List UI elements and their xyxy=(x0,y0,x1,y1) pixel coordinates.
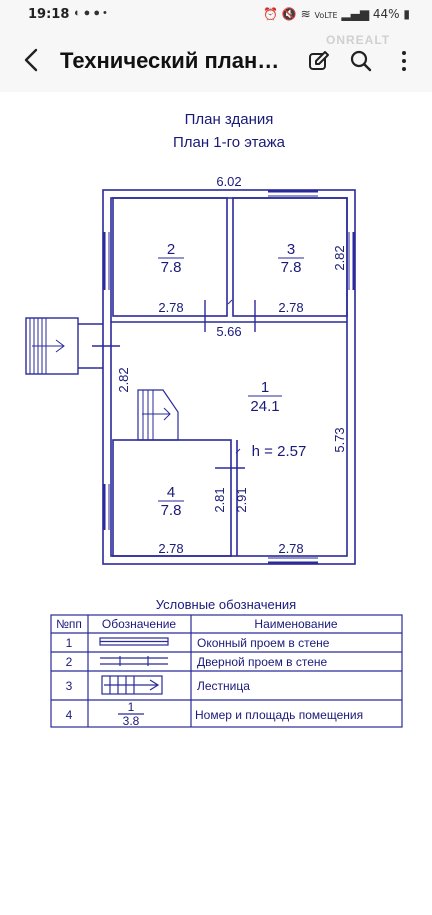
external-stairs xyxy=(25,317,79,375)
legend-table xyxy=(50,614,403,728)
dimension-room4-width: 2.78 xyxy=(158,541,183,556)
battery-label: 44% xyxy=(372,7,400,21)
status-notification-icons: ◐●●• xyxy=(74,7,110,19)
dimension-room4-height: 2.81 xyxy=(212,487,227,512)
wifi-icon: ≋ xyxy=(300,7,311,21)
legend-row-2-number: 2 xyxy=(66,655,73,669)
legend-row-4-number: 4 xyxy=(66,708,73,722)
legend-row-3-number: 3 xyxy=(66,679,73,693)
floor-plan-image[interactable]: План здания План 1-го этажа 6.02 2.78 2.… xyxy=(0,92,432,910)
room-1-number: 1 xyxy=(261,379,269,396)
dimension-left-height: 2.82 xyxy=(116,367,131,392)
watermark-logo: ONREALT xyxy=(326,33,391,47)
legend-row-4-name: Номер и площадь помещения xyxy=(195,708,363,722)
legend-header-name: Наименование xyxy=(254,617,338,631)
plan-heading-floor: План 1-го этажа xyxy=(173,134,286,151)
dimension-right-height: 5.73 xyxy=(332,427,347,452)
page-title: Технический план… xyxy=(60,48,280,73)
notification-icon: ● xyxy=(83,7,94,19)
mute-icon: 🔇 xyxy=(281,7,297,21)
ceiling-height-label: h = 2.57 xyxy=(252,443,307,460)
room-3-outline xyxy=(232,197,348,317)
search-icon xyxy=(350,50,372,72)
edit-icon xyxy=(309,51,329,70)
interior-stairs xyxy=(137,389,179,441)
notification-icon: ● xyxy=(93,7,103,19)
dimension-corridor-width: 5.66 xyxy=(216,324,241,339)
dot-icon: • xyxy=(102,7,110,19)
outer-wall-outer xyxy=(102,189,356,565)
more-options-button[interactable] xyxy=(392,46,422,76)
floor-plan-drawing: План здания План 1-го этажа 6.02 2.78 2.… xyxy=(25,111,403,728)
more-vertical-icon xyxy=(402,51,406,71)
outer-wall-inner xyxy=(110,197,348,557)
status-bar: 19:18 ◐●●• ⏰ 🔇 ≋ VoLTE ▂▄▆ 44% ▮ xyxy=(0,0,432,30)
back-button[interactable] xyxy=(20,46,48,76)
room-4-area: 7.8 xyxy=(161,502,182,519)
back-arrow-icon xyxy=(24,48,38,72)
room-2-number: 2 xyxy=(167,241,175,258)
dimension-room3-width: 2.78 xyxy=(278,300,303,315)
edit-button[interactable] xyxy=(304,46,334,76)
dimension-room3-height: 2.82 xyxy=(332,245,347,270)
room-1-area: 24.1 xyxy=(250,398,279,415)
room-3-number: 3 xyxy=(287,241,295,258)
app-bar: Технический план… xyxy=(0,30,432,92)
alarm-icon: ⏰ xyxy=(263,7,278,21)
legend-title: Условные обозначения xyxy=(156,597,296,612)
room-2-outline xyxy=(112,197,228,317)
status-time: 19:18 xyxy=(28,7,70,22)
network-label: VoLTE xyxy=(314,11,338,20)
room-2-area: 7.8 xyxy=(161,259,182,276)
legend-row-1-name: Оконный проем в стене xyxy=(197,636,330,650)
dimension-mid-height: 2.91 xyxy=(234,487,249,512)
call-icon: ◐ xyxy=(74,7,84,19)
legend-row-4-symbol-bottom: 3.8 xyxy=(123,714,140,728)
legend-header-symbol: Обозначение xyxy=(102,617,177,631)
plan-heading-building: План здания xyxy=(185,111,274,128)
search-button[interactable] xyxy=(346,46,376,76)
room-4-number: 4 xyxy=(167,484,175,501)
legend-row-1-number: 1 xyxy=(66,636,73,650)
status-system-icons: ⏰ 🔇 ≋ VoLTE ▂▄▆ 44% ▮ xyxy=(263,7,410,21)
signal-icon: ▂▄▆ xyxy=(341,7,370,21)
battery-icon: ▮ xyxy=(403,7,410,21)
dimension-bottom-right-width: 2.78 xyxy=(278,541,303,556)
dimension-overall-width: 6.02 xyxy=(216,174,241,189)
legend-header-number: №пп xyxy=(56,617,82,631)
legend-row-4-symbol-top: 1 xyxy=(128,700,135,714)
stairs-symbol-icon xyxy=(101,675,163,695)
dimension-room2-width: 2.78 xyxy=(158,300,183,315)
legend-row-3-name: Лестница xyxy=(197,679,250,693)
room-3-area: 7.8 xyxy=(281,259,302,276)
legend-row-2-name: Дверной проем в стене xyxy=(197,655,328,669)
